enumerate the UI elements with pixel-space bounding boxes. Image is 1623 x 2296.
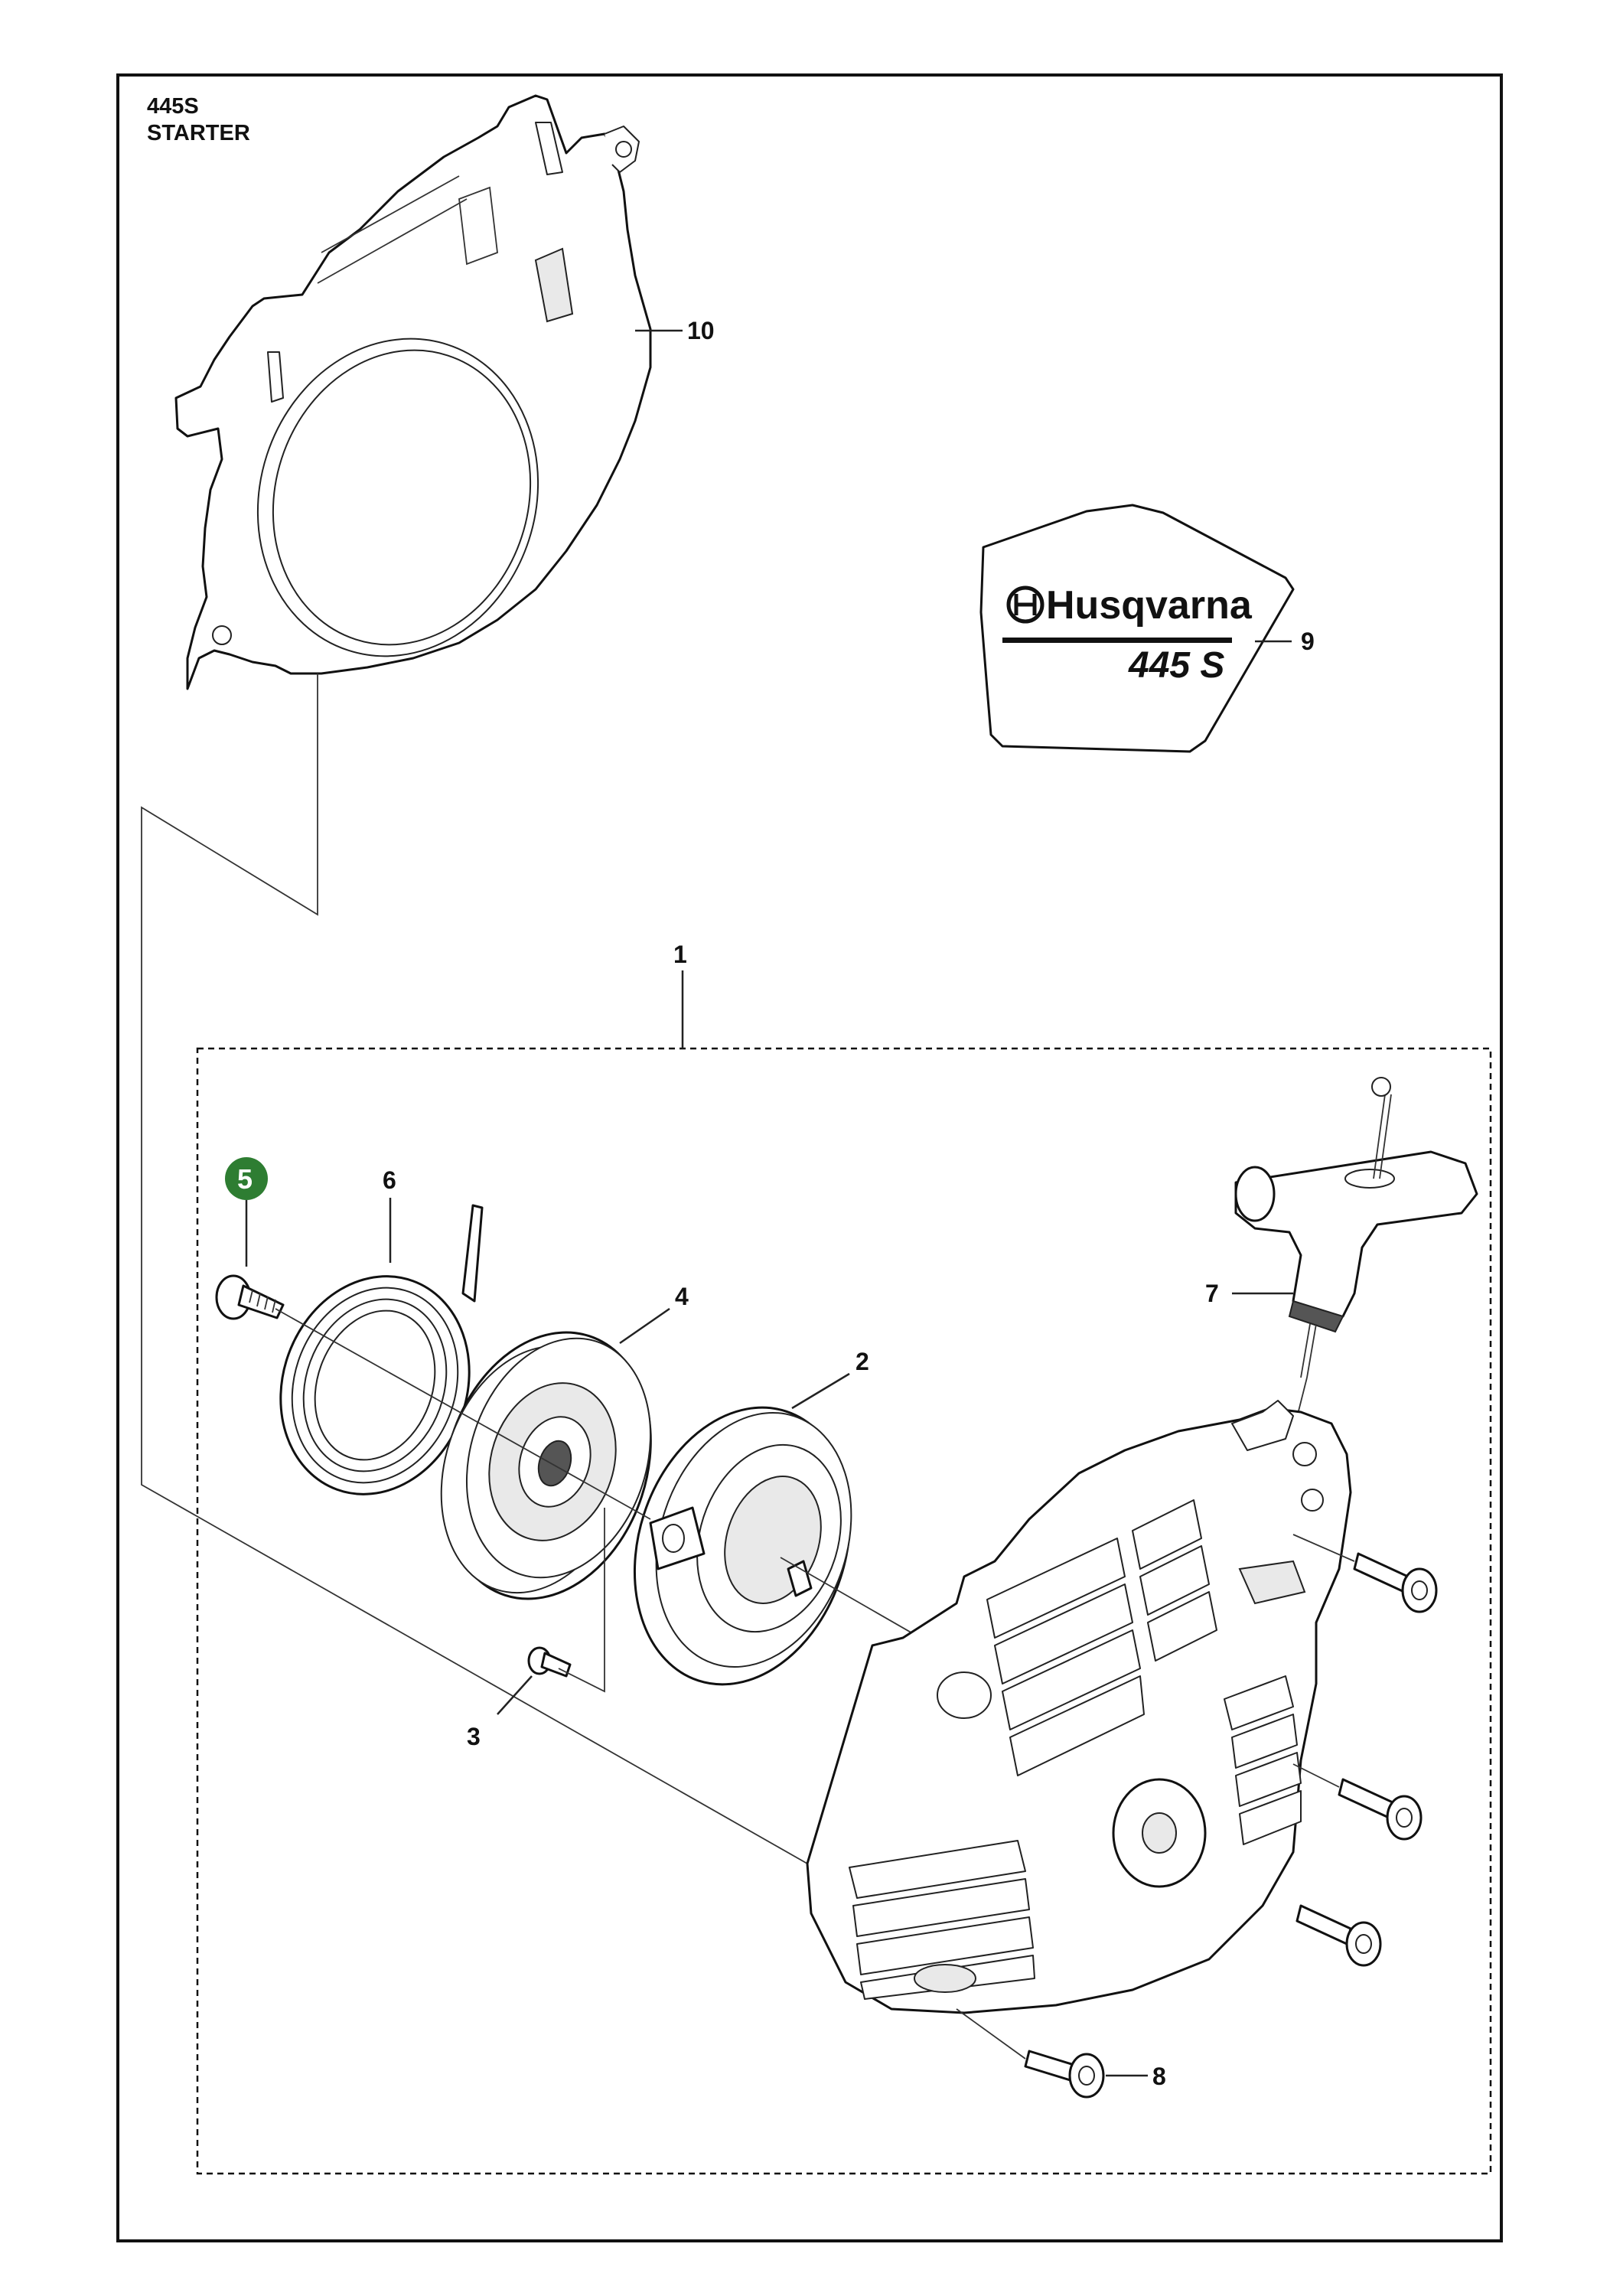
part-5-screw[interactable] xyxy=(215,1274,285,1320)
part-2-starter-reel[interactable] xyxy=(600,1379,884,1712)
model-title: 445S xyxy=(147,94,199,119)
callout-3: 3 xyxy=(467,1723,481,1750)
callout-5: 5 xyxy=(237,1163,253,1195)
assembly-group-box xyxy=(196,1047,1492,2175)
callout-4: 4 xyxy=(675,1283,689,1310)
section-title: STARTER xyxy=(147,121,250,145)
husqvarna-logo-icon xyxy=(1006,585,1045,624)
lower-vent-grille xyxy=(849,1840,1035,2000)
callout-7: 7 xyxy=(1205,1280,1219,1307)
part-8-screw-1[interactable] xyxy=(1353,1552,1438,1613)
part-8-screw-4[interactable] xyxy=(1024,2050,1105,2099)
part-7-starter-handle[interactable] xyxy=(1234,1077,1478,1378)
callout-6: 6 xyxy=(383,1166,396,1194)
part-8-screw-2[interactable] xyxy=(1338,1778,1423,1841)
upper-vent-grille xyxy=(986,1499,1217,1776)
part-5-badge[interactable]: 5 xyxy=(225,1157,268,1200)
decal-rule xyxy=(1002,638,1232,643)
badge-circle xyxy=(225,1157,268,1200)
starter-housing[interactable] xyxy=(806,1400,1352,2014)
callout-9: 9 xyxy=(1301,628,1315,655)
part-10-fan-housing[interactable] xyxy=(174,94,652,693)
decal-brand: Husqvarna xyxy=(1046,583,1253,628)
side-fan-grille xyxy=(1112,1675,1302,1888)
callout-2: 2 xyxy=(855,1348,869,1375)
part-6-recoil-spring[interactable] xyxy=(251,1204,500,1521)
part-8-screw-3[interactable] xyxy=(1295,1904,1382,1967)
part-9-decal[interactable]: Husqvarna 445 S xyxy=(979,504,1295,753)
part-4-pulley[interactable] xyxy=(410,1306,683,1626)
callout-1: 1 xyxy=(673,941,687,968)
callout-10: 10 xyxy=(687,317,715,344)
page-frame xyxy=(116,73,1503,2242)
callout-8: 8 xyxy=(1152,2063,1166,2090)
decal-model: 445 S xyxy=(1128,645,1224,686)
